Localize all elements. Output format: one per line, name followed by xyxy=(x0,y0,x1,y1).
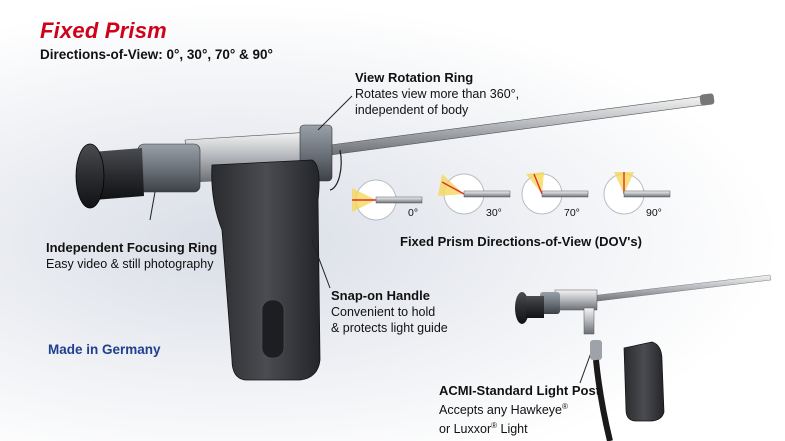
light-post-line2: or Luxxor® Light xyxy=(439,418,600,437)
leader-line xyxy=(317,95,353,131)
handle-line1: Convenient to hold xyxy=(331,305,436,319)
focusing-callout: Independent Focusing Ring Easy video & s… xyxy=(46,240,217,272)
dov-caption: Fixed Prism Directions-of-View (DOV's) xyxy=(400,234,642,249)
dov-diagram-90 xyxy=(603,172,671,215)
dov-angle-label: 30° xyxy=(486,207,502,219)
made-in-label: Made in Germany xyxy=(48,342,161,357)
dov-angle-label: 0° xyxy=(408,207,419,219)
eyepiece xyxy=(75,143,105,209)
light-post-line1-text: Accepts any Hawkeye xyxy=(439,403,562,418)
light-post-line2-suffix: Light xyxy=(497,422,528,437)
rotation-arrow xyxy=(329,149,342,191)
view-rotation-heading: View Rotation Ring xyxy=(355,70,474,85)
handle-heading: Snap-on Handle xyxy=(331,288,430,303)
page-subtitle: Directions-of-View: 0°, 30°, 70° & 90° xyxy=(40,47,273,62)
registered-mark: ® xyxy=(561,402,568,411)
dov-diagram-70 xyxy=(521,172,589,215)
dov-angle-label: 70° xyxy=(564,207,580,219)
view-rotation-callout: View Rotation Ring Rotates view more tha… xyxy=(355,70,519,118)
page-title: Fixed Prism xyxy=(40,18,167,43)
leader-line xyxy=(311,239,331,289)
handle-callout: Snap-on Handle Convenient to hold & prot… xyxy=(331,288,448,336)
focusing-line1: Easy video & still photography xyxy=(46,257,214,271)
light-post-callout: ACMI-Standard Light Post Accepts any Haw… xyxy=(439,383,600,437)
view-rotation-line1: Rotates view more than 360°, xyxy=(355,87,520,101)
light-post-heading: ACMI-Standard Light Post xyxy=(439,383,601,398)
leader-line xyxy=(149,191,156,221)
focusing-heading: Independent Focusing Ring xyxy=(46,240,218,255)
dov-diagram-0 xyxy=(352,179,423,221)
registered-mark: ® xyxy=(491,421,498,431)
dov-angle-label: 90° xyxy=(646,207,662,219)
view-rotation-line2: independent of body xyxy=(355,103,469,117)
dov-diagram-30 xyxy=(438,173,511,215)
snap-on-handle xyxy=(211,159,321,381)
focusing-ring xyxy=(137,143,201,193)
light-post-illustration xyxy=(515,274,772,441)
handle-line2: & protects light guide xyxy=(331,321,448,335)
light-post-line2-text: or Luxxor xyxy=(439,422,492,437)
light-post-line1: Accepts any Hawkeye® xyxy=(439,399,600,418)
